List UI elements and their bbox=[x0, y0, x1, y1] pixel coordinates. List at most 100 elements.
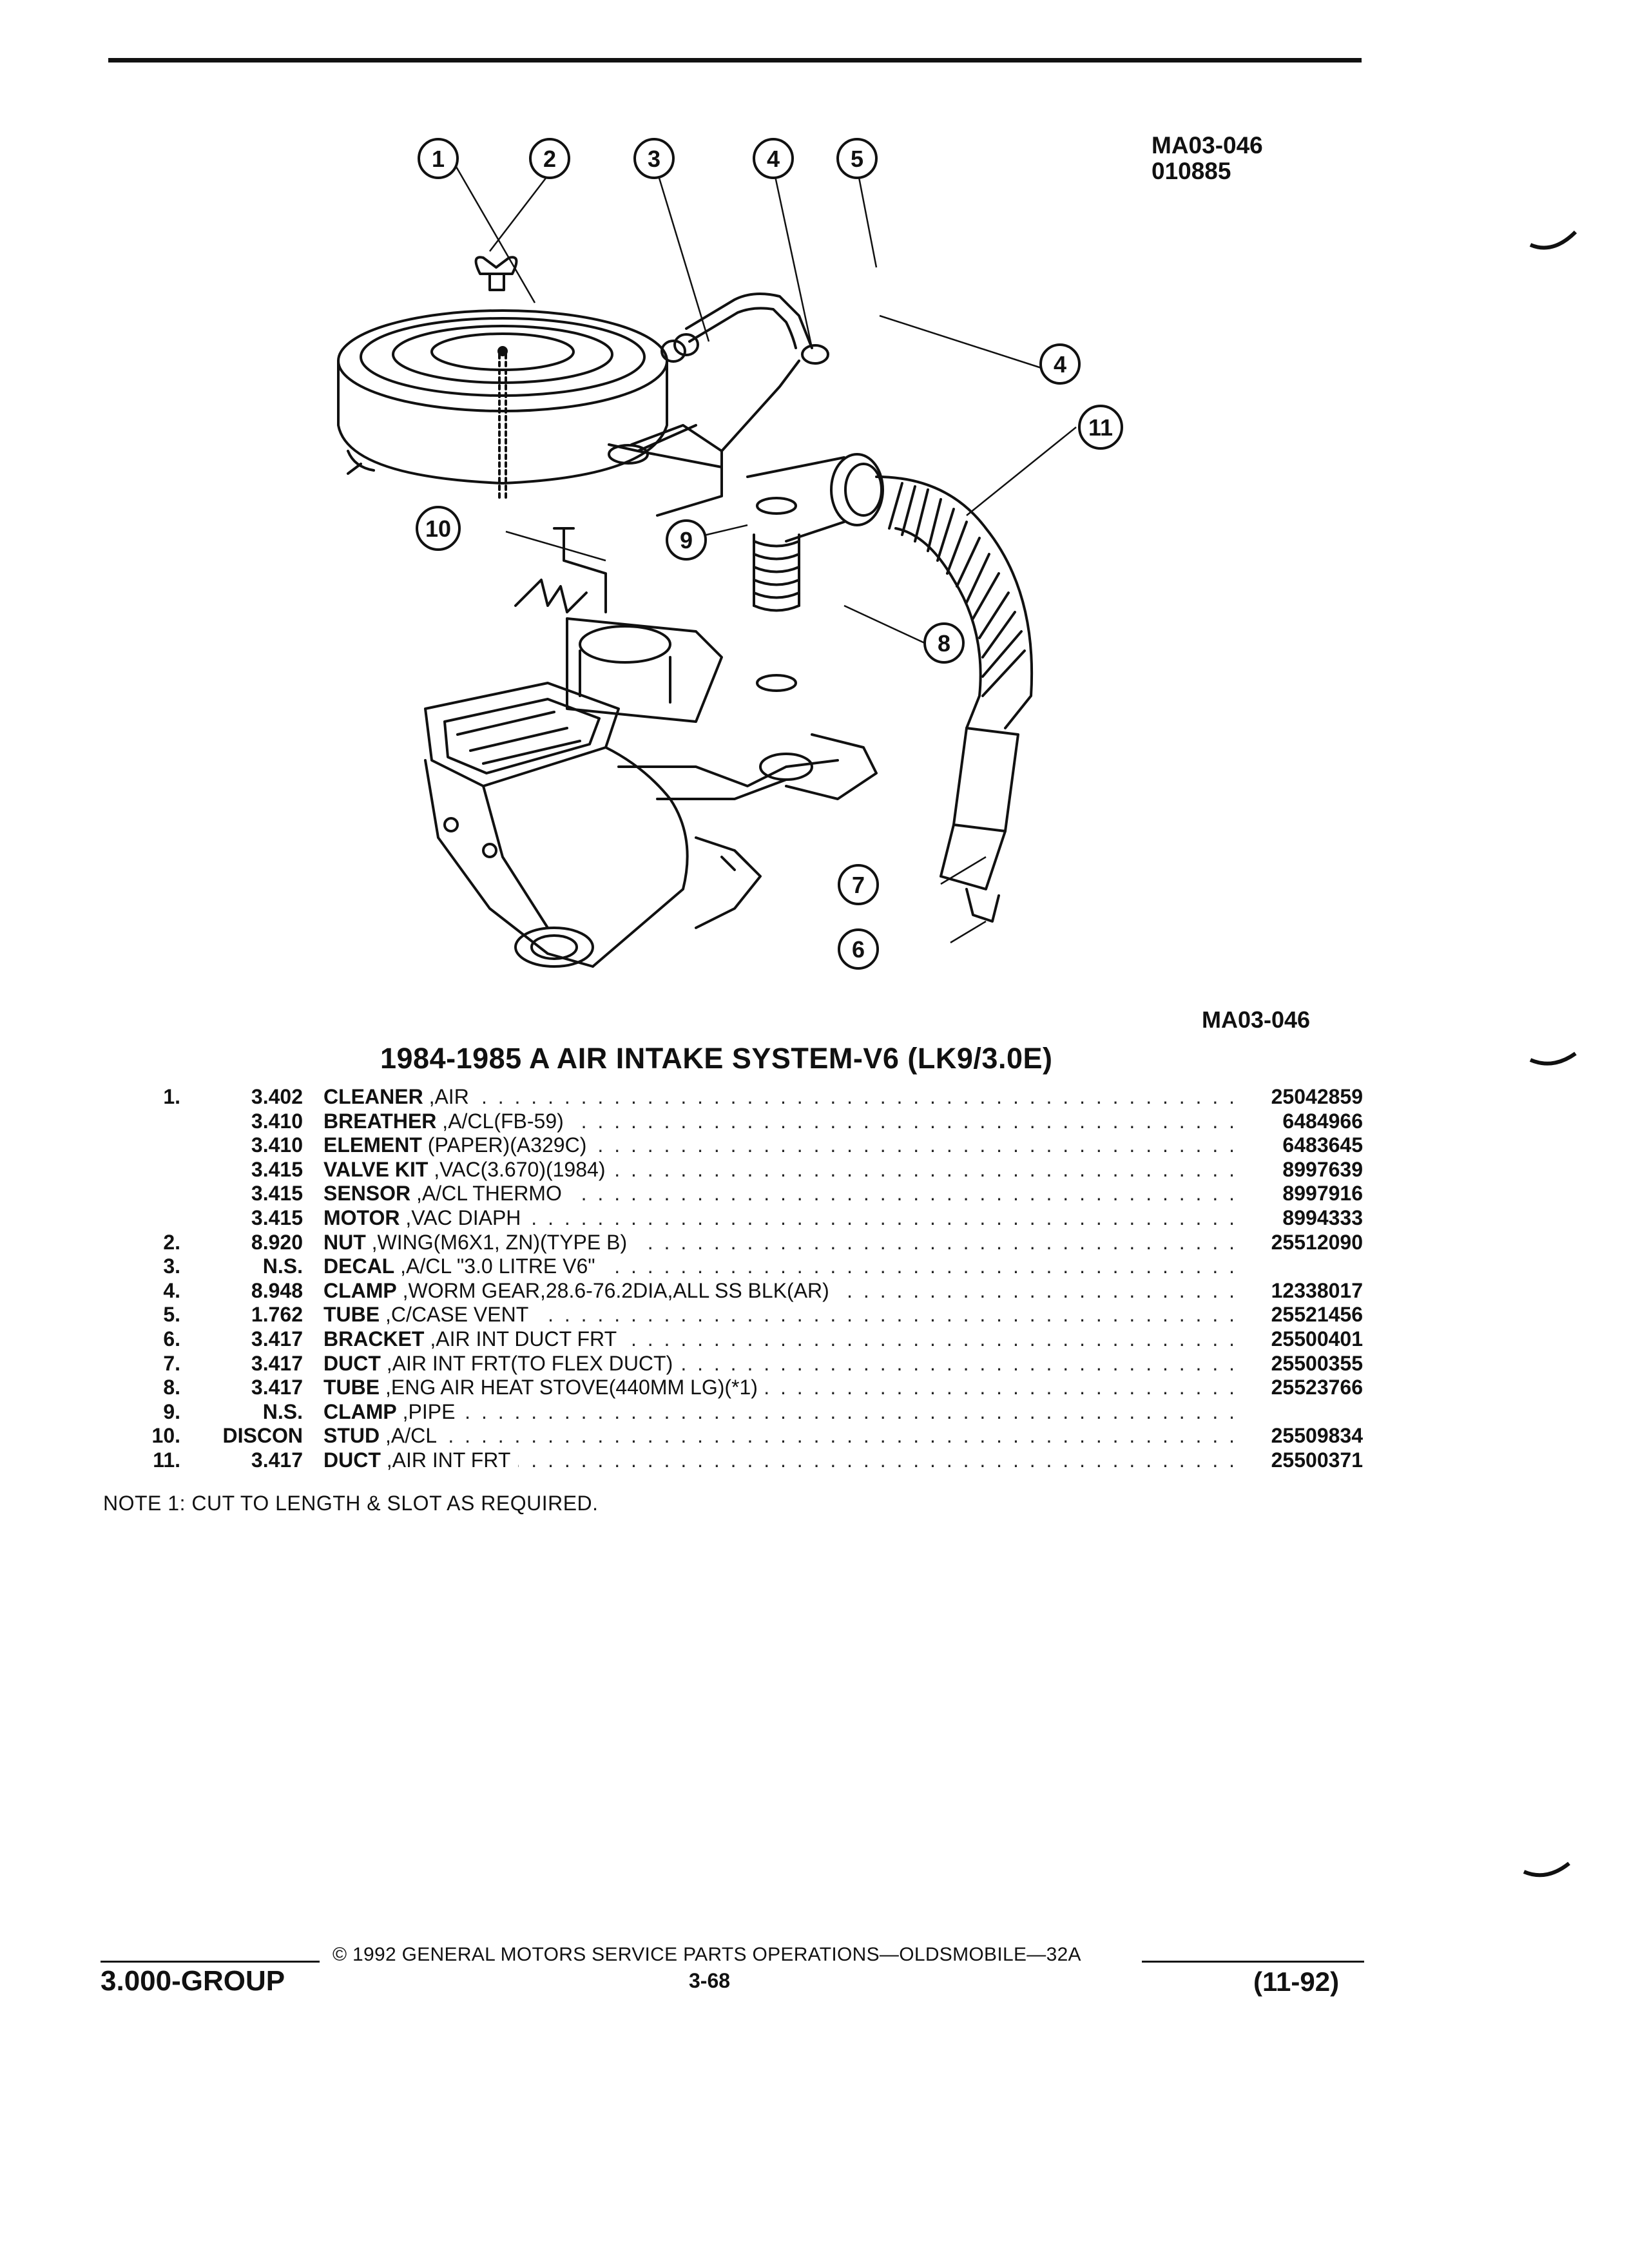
parts-row: 4.8.948. . . . . . . . . . . . . . . . .… bbox=[129, 1278, 1363, 1303]
engine-drawing bbox=[424, 579, 878, 968]
svg-text:7: 7 bbox=[852, 872, 865, 898]
group-number: 3.415 bbox=[251, 1157, 303, 1181]
callout-4a: 4 bbox=[753, 138, 794, 179]
vent-tube-drawing bbox=[660, 293, 829, 452]
part-number: 25512090 bbox=[1234, 1230, 1363, 1254]
part-name: CLAMP bbox=[323, 1278, 397, 1302]
callout-6: 6 bbox=[838, 928, 879, 970]
part-number: 25523766 bbox=[1234, 1376, 1363, 1400]
svg-text:11: 11 bbox=[1088, 414, 1113, 441]
parts-row: 11.3.417. . . . . . . . . . . . . . . . … bbox=[129, 1448, 1363, 1473]
svg-text:4: 4 bbox=[1054, 351, 1066, 378]
part-description: VALVE KIT ,VAC(3.670)(1984) bbox=[323, 1157, 613, 1182]
part-description: DECAL ,A/CL "3.0 LITRE V6" bbox=[323, 1254, 603, 1279]
snorkel-drawing bbox=[746, 453, 884, 543]
item-number: 2. bbox=[163, 1230, 180, 1254]
part-number: 25509834 bbox=[1234, 1424, 1363, 1448]
group-number: N.S. bbox=[262, 1399, 303, 1423]
group-number: 3.410 bbox=[251, 1109, 303, 1133]
item-number: 10. bbox=[151, 1424, 180, 1448]
part-name: DUCT bbox=[323, 1351, 381, 1375]
part-description: TUBE ,C/CASE VENT bbox=[323, 1303, 537, 1327]
part-name: TUBE bbox=[323, 1303, 380, 1327]
item-number: 7. bbox=[163, 1351, 180, 1375]
heat-stove-tube-drawing bbox=[753, 497, 800, 692]
part-detail: ,AIR INT DUCT FRT bbox=[430, 1327, 617, 1350]
callout-4b: 4 bbox=[1039, 343, 1081, 385]
group-number: 8.948 bbox=[251, 1278, 303, 1302]
part-number: 6483645 bbox=[1234, 1133, 1363, 1158]
binder-mark-2 bbox=[1529, 1052, 1577, 1066]
part-description: NUT ,WING(M6X1, ZN)(TYPE B) bbox=[323, 1230, 635, 1254]
item-number: 6. bbox=[163, 1327, 180, 1350]
part-description: CLAMP ,PIPE bbox=[323, 1399, 463, 1424]
part-number: 12338017 bbox=[1234, 1278, 1363, 1303]
figure-date-code: 010885 bbox=[1152, 158, 1231, 184]
svg-text:4: 4 bbox=[767, 146, 780, 172]
part-name: ELEMENT bbox=[323, 1133, 422, 1157]
parts-list: 1. 3.402 . . . . . . . . . . . . . . . . .… bbox=[129, 1085, 1363, 1473]
part-detail: ,VAC(3.670)(1984) bbox=[434, 1157, 606, 1181]
figure-code-top: MA03-046 bbox=[1152, 132, 1263, 159]
part-description: SENSOR ,A/CL THERMO bbox=[323, 1182, 570, 1206]
part-name: CLEANER bbox=[323, 1085, 423, 1108]
footer-rule-left bbox=[101, 1961, 320, 1963]
part-description: CLEANER ,AIR bbox=[323, 1085, 477, 1109]
callout-8: 8 bbox=[923, 622, 965, 664]
parts-row: 9.N.S.. . . . . . . . . . . . . . . . . … bbox=[129, 1399, 1363, 1425]
item-number: 11. bbox=[153, 1448, 180, 1472]
callout-7: 7 bbox=[838, 864, 879, 905]
group-number: 3.402 bbox=[251, 1085, 303, 1108]
figure-code-bottom: MA03-046 bbox=[1202, 1006, 1311, 1033]
item-number: 4. bbox=[163, 1278, 180, 1302]
item-number: 5. bbox=[163, 1303, 180, 1327]
part-detail: ,AIR bbox=[429, 1085, 469, 1108]
part-detail: ,A/CL bbox=[385, 1424, 438, 1448]
parts-row: 6.3.417. . . . . . . . . . . . . . . . .… bbox=[129, 1327, 1363, 1352]
part-description: BRACKET ,AIR INT DUCT FRT bbox=[323, 1327, 625, 1351]
footer-date: (11-92) bbox=[1253, 1966, 1340, 1997]
group-number: 3.417 bbox=[251, 1327, 303, 1350]
item-number: 3. bbox=[163, 1254, 180, 1278]
group-number: 3.417 bbox=[251, 1448, 303, 1472]
part-description: STUD ,A/CL bbox=[323, 1424, 445, 1448]
group-number: DISCON bbox=[222, 1424, 303, 1448]
footer-rule-right bbox=[1142, 1961, 1364, 1963]
part-detail: ,A/CL THERMO bbox=[416, 1182, 562, 1206]
part-name: NUT bbox=[323, 1230, 366, 1254]
group-number: 3.415 bbox=[251, 1206, 303, 1229]
part-description: DUCT ,AIR INT FRT bbox=[323, 1448, 519, 1472]
part-name: DECAL bbox=[323, 1254, 395, 1278]
part-detail: ,WORM GEAR,28.6-76.2DIA,ALL SS BLK(AR) bbox=[402, 1278, 829, 1302]
part-number: 25521456 bbox=[1234, 1303, 1363, 1327]
leader-dots: . . . . . . . . . . . . . . . . . . . . … bbox=[323, 1399, 1237, 1423]
part-number: 8997916 bbox=[1234, 1182, 1363, 1206]
part-number: 25042859 bbox=[1234, 1085, 1363, 1109]
part-detail: ,AIR INT FRT bbox=[386, 1448, 511, 1472]
footer-copyright: © 1992 GENERAL MOTORS SERVICE PARTS OPER… bbox=[333, 1944, 1081, 1965]
part-number: 6484966 bbox=[1234, 1109, 1363, 1133]
group-number: 3.417 bbox=[251, 1351, 303, 1375]
part-number: 25500401 bbox=[1234, 1327, 1363, 1351]
part-description: TUBE ,ENG AIR HEAT STOVE(440MM LG)(*1) bbox=[323, 1376, 766, 1400]
parts-row: 8.3.417. . . . . . . . . . . . . . . . .… bbox=[129, 1376, 1363, 1400]
callout-10: 10 bbox=[416, 506, 461, 551]
group-number: 8.920 bbox=[251, 1230, 303, 1254]
footnote: NOTE 1: CUT TO LENGTH & SLOT AS REQUIRED… bbox=[103, 1492, 599, 1515]
part-number: 8997639 bbox=[1234, 1157, 1363, 1182]
svg-text:10: 10 bbox=[425, 515, 451, 542]
leader-dots: . . . . . . . . . . . . . . . . . . . . … bbox=[323, 1424, 1237, 1448]
group-number: 3.417 bbox=[251, 1376, 303, 1399]
part-description: DUCT ,AIR INT FRT(TO FLEX DUCT) bbox=[323, 1351, 681, 1376]
callout-11: 11 bbox=[1078, 405, 1123, 450]
callout-5: 5 bbox=[836, 138, 878, 179]
part-detail: (PAPER)(A329C) bbox=[427, 1133, 587, 1157]
item-number: 1. bbox=[163, 1085, 180, 1108]
svg-text:3: 3 bbox=[648, 146, 660, 172]
callout-1: 1 bbox=[418, 138, 459, 179]
parts-row: 5.1.762. . . . . . . . . . . . . . . . .… bbox=[129, 1303, 1363, 1327]
binder-mark-3 bbox=[1523, 1861, 1570, 1878]
part-detail: ,VAC DIAPH bbox=[405, 1206, 521, 1229]
part-name: STUD bbox=[323, 1424, 380, 1448]
group-number: 3.415 bbox=[251, 1182, 303, 1206]
